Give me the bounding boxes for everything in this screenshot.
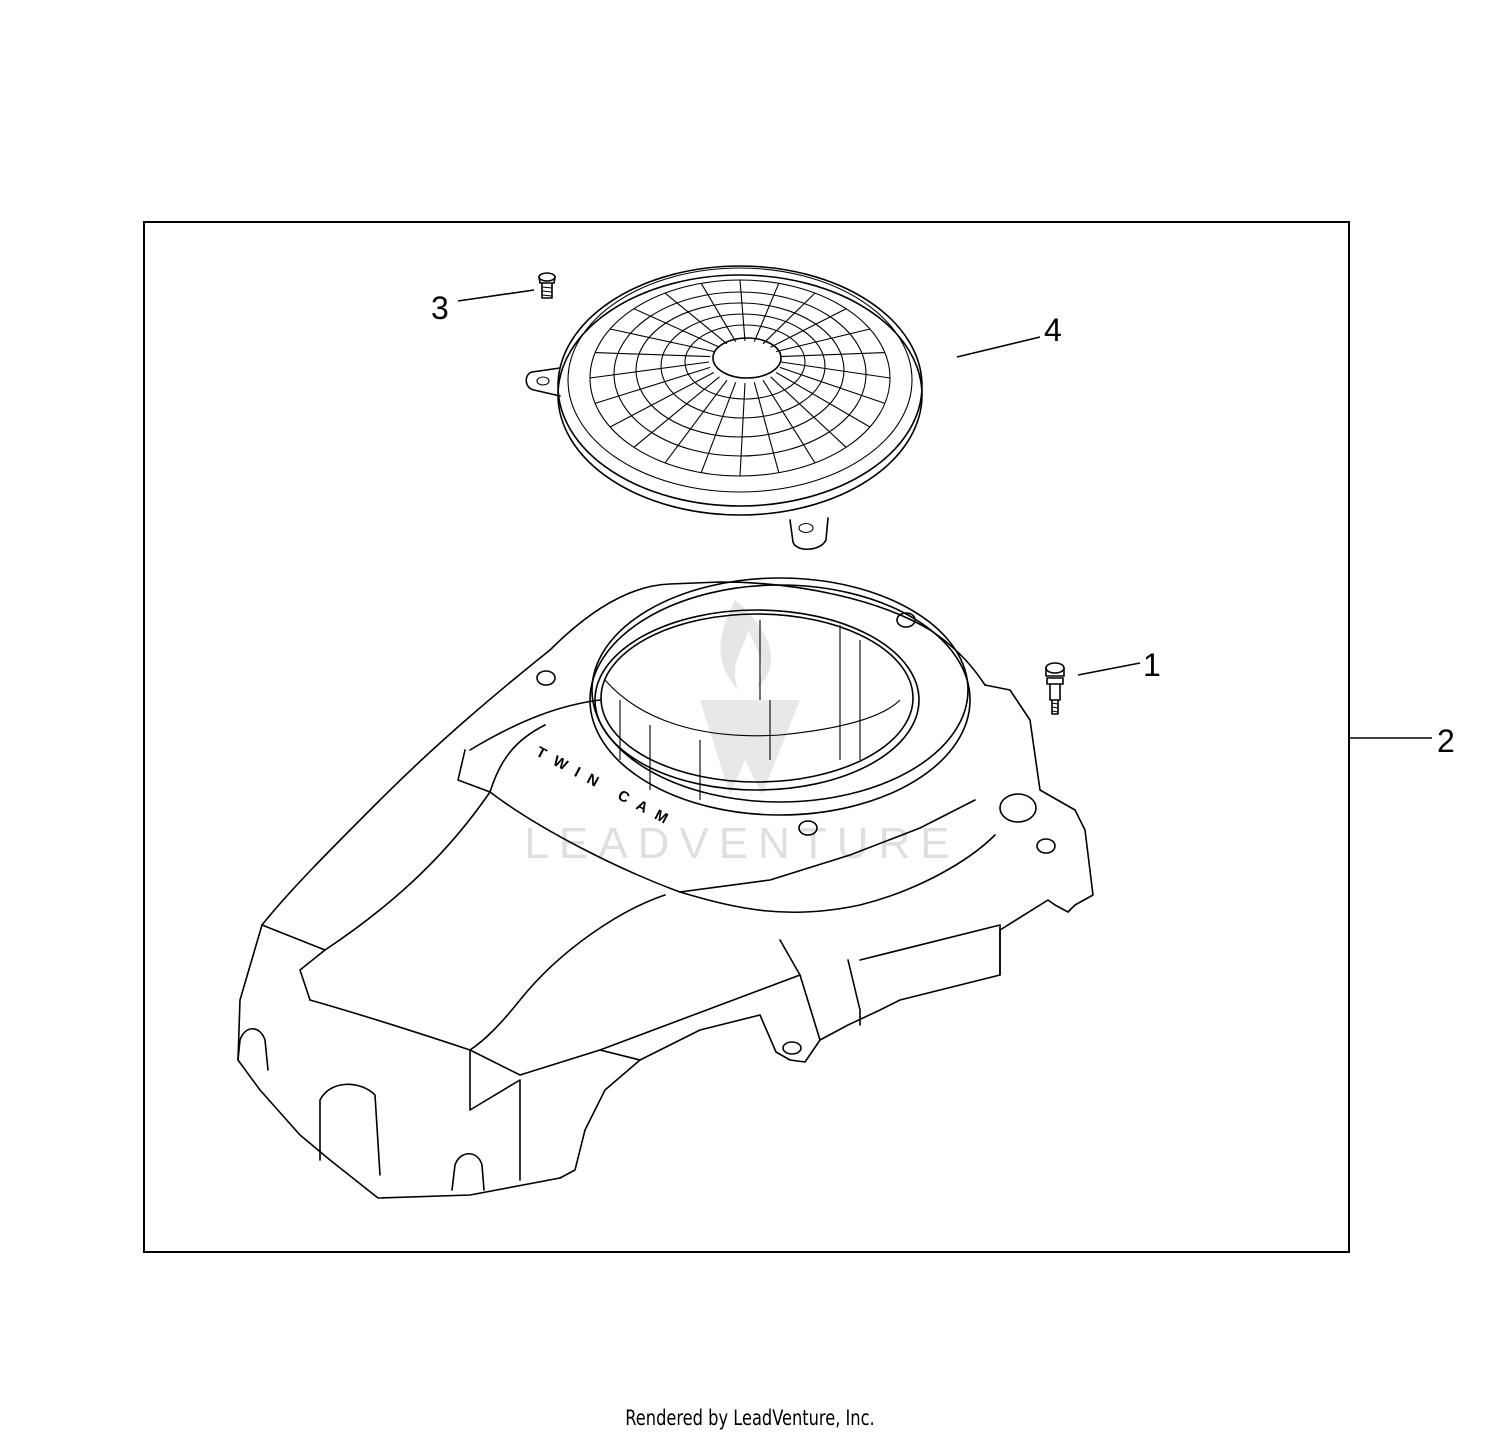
grille-spoke — [633, 308, 720, 348]
callout-3-label: 3 — [431, 290, 449, 326]
grille-spoke — [595, 352, 711, 358]
grille-spoke — [753, 283, 780, 342]
grille-spoke — [609, 372, 715, 428]
callout-4-label: 4 — [1044, 312, 1062, 348]
grille-spoke — [589, 361, 710, 379]
grille-spoke — [770, 376, 847, 448]
grille-spoke — [609, 328, 714, 353]
watermark-text: LEADVENTURE — [524, 819, 959, 868]
callout-1-label: 1 — [1143, 647, 1161, 683]
leadventure-watermark: LEADVENTURE — [524, 600, 959, 868]
grille-spoke — [700, 283, 737, 342]
footer-credit: Rendered by LeadVenture, Inc. — [625, 1406, 875, 1430]
grille-spoke — [762, 379, 816, 464]
grille-spoke — [739, 279, 746, 342]
grille-spoke — [700, 382, 737, 473]
grille-spoke — [775, 372, 871, 428]
grass-screen — [525, 265, 923, 551]
callout-2-label: 2 — [1437, 723, 1455, 759]
grille-spoke — [664, 292, 728, 345]
callout-leaders — [457, 289, 1432, 739]
screw — [1045, 662, 1065, 715]
small-screw — [538, 272, 556, 299]
kit-frame — [143, 221, 1350, 1253]
blower-housing: TWIN CAM — [237, 577, 1094, 1199]
grille-spoke — [664, 379, 728, 464]
grille-spoke — [753, 382, 780, 473]
grille-spoke — [633, 376, 720, 448]
grille-spoke — [779, 366, 886, 404]
grille-spoke — [779, 352, 885, 358]
grille-spoke — [770, 308, 847, 348]
grille-spoke — [594, 366, 711, 404]
grille-spoke — [739, 382, 746, 477]
grille-spoke — [780, 361, 891, 379]
grille-spoke — [762, 292, 816, 345]
grille-spoke — [776, 328, 871, 353]
